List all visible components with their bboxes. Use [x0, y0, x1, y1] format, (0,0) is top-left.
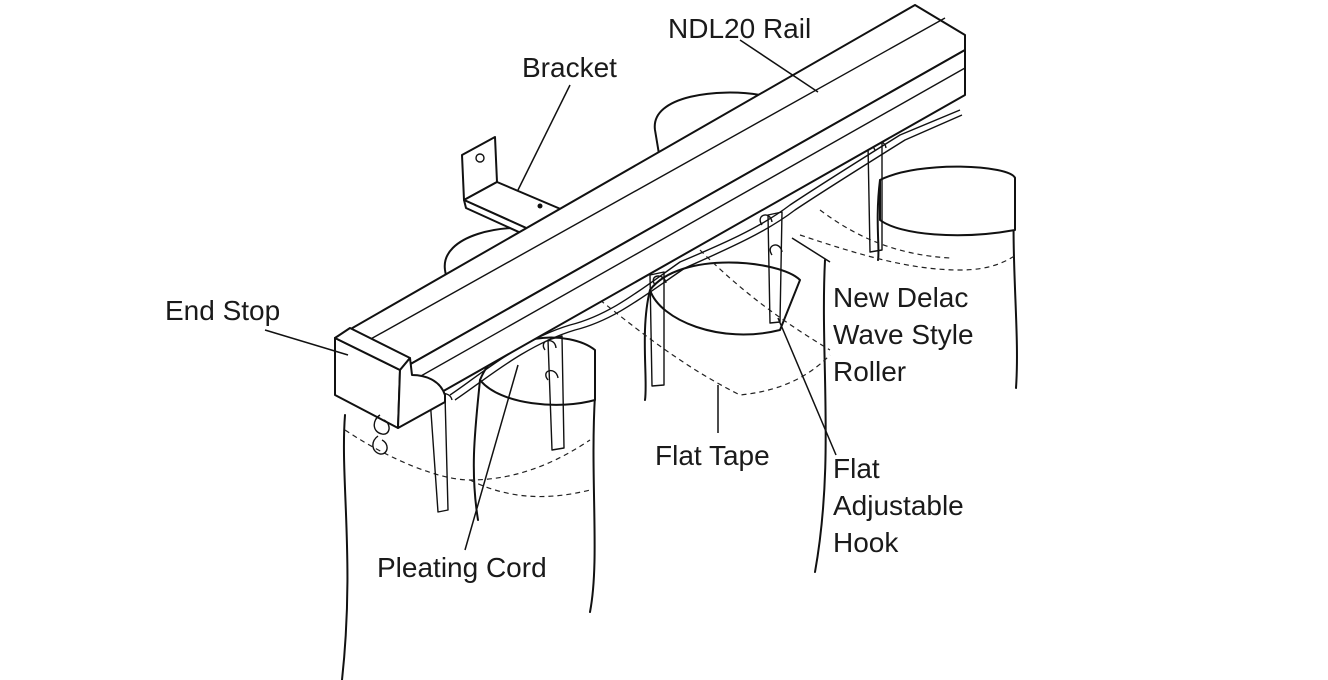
curtain-wave-front-5 — [814, 259, 827, 573]
hook-6 — [759, 214, 783, 256]
flat-tape-dash-2 — [469, 479, 591, 498]
end-stop-side — [397, 357, 446, 429]
label-pleating-cord: Pleating Cord — [377, 552, 547, 583]
end-stop-chain — [372, 414, 390, 455]
leader-rail — [739, 39, 819, 93]
labels: NDL20 Rail Bracket End Stop New Delac Wa… — [165, 13, 974, 583]
bracket-arm-hole — [537, 203, 543, 209]
label-hook-line-1: Flat — [833, 453, 880, 484]
label-roller-line-1: New Delac — [833, 282, 968, 313]
label-end-stop: End Stop — [165, 295, 280, 326]
rail-groove-line — [404, 67, 966, 386]
label-bracket: Bracket — [522, 52, 617, 83]
hook-3 — [649, 271, 665, 387]
end-stop — [334, 327, 446, 455]
rail-groove-line-2 — [359, 17, 946, 346]
flat-tape-dash-4 — [699, 249, 831, 351]
label-hook-line-3: Hook — [833, 527, 899, 558]
hook-2 — [547, 335, 565, 451]
flat-tape-dash-3 — [599, 299, 831, 396]
leader-hook — [777, 317, 837, 456]
leader-lines — [264, 39, 837, 551]
label-roller-line-2: Wave Style — [833, 319, 974, 350]
ndl20-rail — [334, 4, 966, 411]
curtain-wave-front-4 — [643, 289, 651, 401]
label-flat-tape: Flat Tape — [655, 440, 770, 471]
flat-tape-dash-5 — [799, 234, 1017, 271]
leader-bracket — [517, 84, 571, 191]
curtain-wave-front-3 — [589, 394, 596, 613]
bracket-screw-hole — [475, 153, 485, 163]
label-roller-line-3: Roller — [833, 356, 906, 387]
hook-10 — [652, 275, 667, 286]
hook-1 — [429, 394, 449, 513]
curtain-wave-front-2 — [472, 379, 481, 521]
roller-cord-band-2 — [454, 114, 963, 401]
curtain-fold-2 — [649, 261, 801, 336]
curtain-wave-front-1 — [341, 414, 349, 680]
leader-roller — [791, 237, 831, 263]
label-rail: NDL20 Rail — [668, 13, 811, 44]
curtain-wave-front-6 — [876, 179, 881, 261]
leader-end-stop — [264, 329, 349, 356]
leader-pleating-cord — [464, 364, 519, 551]
curtain-fold-3 — [879, 165, 1016, 237]
label-hook-line-2: Adjustable — [833, 490, 964, 521]
flat-tape-dash-1 — [344, 429, 591, 481]
